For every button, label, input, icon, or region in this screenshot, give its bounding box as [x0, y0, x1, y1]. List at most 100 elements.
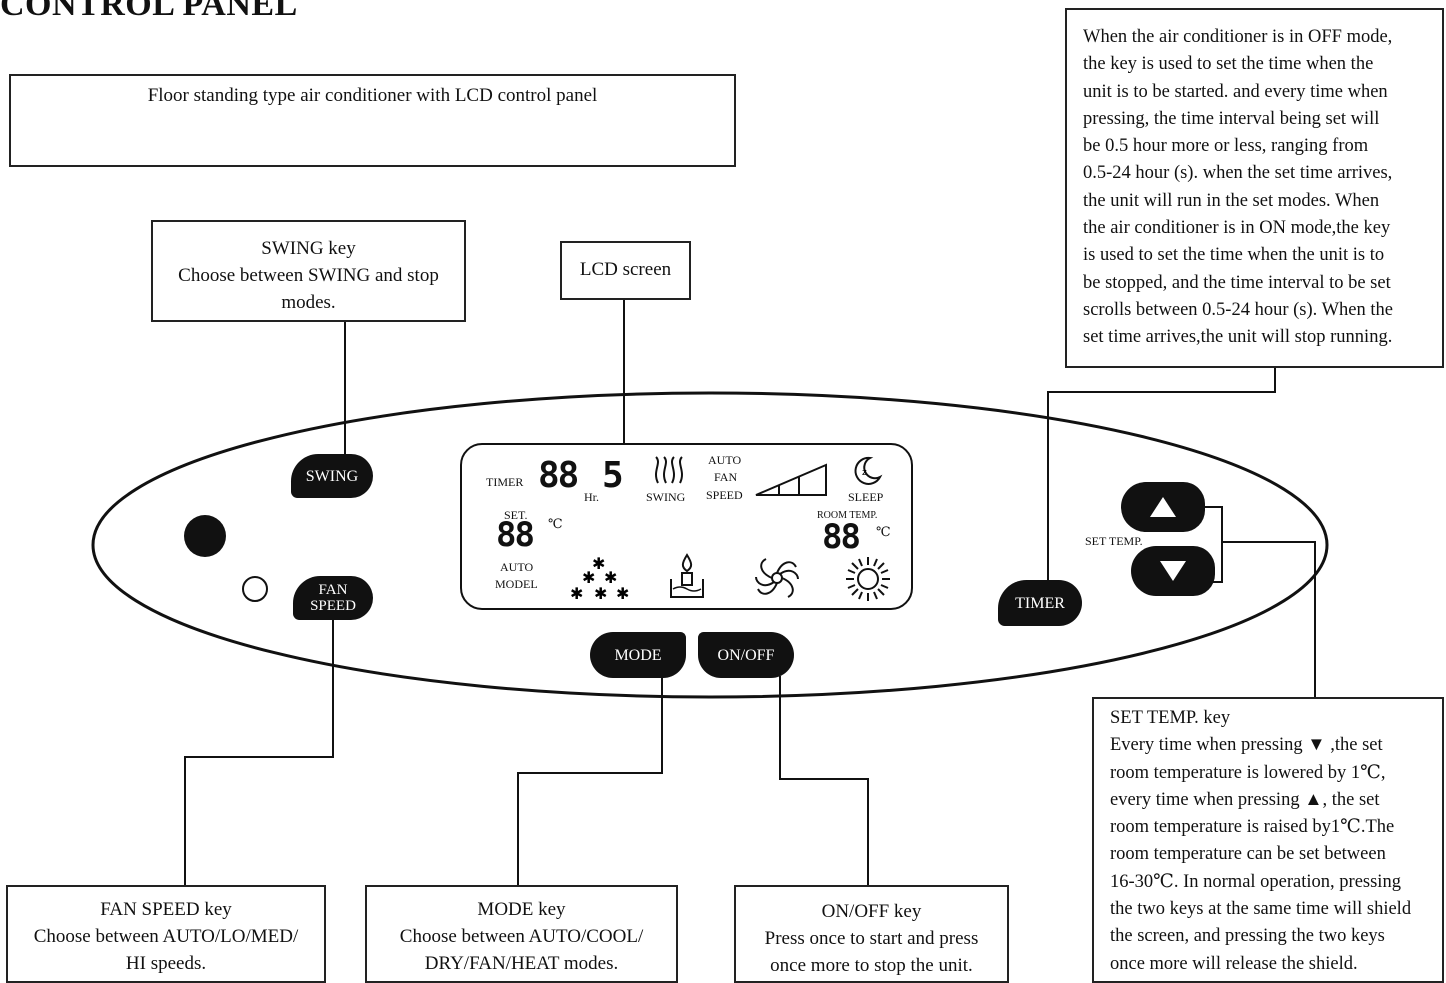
heat-sun-icon [846, 557, 890, 601]
fan-speed-button[interactable]: FAN SPEED [293, 576, 373, 620]
onoff-key-box: ON/OFF key Press once to start and press… [734, 885, 1009, 983]
set-temp-desc-line: the two keys at the same time will shiel… [1110, 899, 1412, 920]
timer-desc-line: 0.5-24 hour (s). when the set time arriv… [1083, 163, 1393, 184]
lcd-timer-half: 5 [602, 455, 624, 496]
fan-speed-button-label-2: SPEED [310, 598, 356, 614]
mode-box-desc-1: Choose between AUTO/COOL/ [399, 926, 644, 947]
set-temp-desc-line: once more will release the shield. [1110, 953, 1358, 974]
timer-leader [1047, 368, 1276, 590]
timer-desc-line: the air conditioner is in ON mode,the ke… [1083, 218, 1391, 239]
lcd-screen-box: LCD screen [560, 241, 691, 300]
swing-box-desc-2: modes. [281, 292, 336, 313]
svg-text:✱: ✱ [592, 555, 605, 573]
fan-speed-box-desc-1: Choose between AUTO/LO/MED/ [33, 926, 299, 947]
timer-desc-line: the unit will run in the set modes. When [1083, 190, 1380, 211]
lcd-hr-label: Hr. [584, 490, 599, 504]
mode-key-box: MODE key Choose between AUTO/COOL/ DRY/F… [365, 885, 678, 983]
timer-button-label: TIMER [1015, 594, 1065, 612]
onoff-leader [779, 676, 869, 885]
set-temp-desc-line: Every time when pressing ▼ ,the set [1110, 735, 1383, 756]
lcd-timer-label: TIMER [486, 475, 524, 489]
dry-droplet-icon [670, 553, 704, 598]
fan-icon [755, 558, 799, 598]
timer-desc-line: is used to set the time when the unit is… [1083, 245, 1385, 266]
swing-button[interactable]: SWING [291, 454, 373, 498]
svg-text:✱: ✱ [570, 584, 583, 603]
set-temp-desc-line: SET TEMP. key [1110, 708, 1231, 728]
swing-button-label: SWING [305, 467, 359, 485]
mode-button-label: MODE [614, 646, 662, 664]
cool-snowflake-icon: ✱ ✱ ✱ ✱ ✱ ✱ [570, 555, 629, 603]
lcd-room-unit: ℃ [876, 524, 891, 539]
lcd-screen: TIMER 88 5 Hr. SWING AUTO FAN SPEED z SL… [460, 443, 913, 610]
set-temp-key-box: SET TEMP. key Every time when pressing ▼… [1092, 697, 1444, 983]
header-text: Floor standing type air conditioner with… [147, 85, 598, 106]
timer-desc-line: unit is to be started. and every time wh… [1083, 81, 1388, 102]
set-temp-desc-line: room temperature is lowered by 1℃, [1110, 762, 1386, 783]
onoff-box-desc-2: once more to stop the unit. [770, 955, 973, 976]
svg-text:✱: ✱ [616, 584, 629, 603]
settemp-leader [1222, 541, 1316, 697]
onoff-button-label: ON/OFF [717, 646, 775, 664]
mode-box-title: MODE key [477, 899, 566, 920]
svg-text:✱: ✱ [604, 568, 617, 587]
fanspeed-leader [184, 618, 334, 885]
fan-speed-key-box: FAN SPEED key Choose between AUTO/LO/MED… [6, 885, 326, 983]
lcd-sleep-label: SLEEP [848, 490, 884, 504]
svg-text:z: z [862, 468, 867, 478]
set-temp-desc-line: room temperature is raised by1℃.The [1110, 817, 1395, 838]
lcd-fan-label: FAN [714, 470, 738, 484]
lcd-swing-label: SWING [646, 490, 686, 504]
fan-speed-bars-icon [755, 463, 827, 496]
fan-speed-button-label-1: FAN [318, 582, 348, 598]
timer-button[interactable]: TIMER [998, 580, 1082, 626]
swing-key-box: SWING key Choose between SWING and stop … [151, 220, 466, 322]
fan-speed-box-title: FAN SPEED key [100, 899, 232, 920]
timer-desc-line: set time arrives,the unit will stop runn… [1083, 327, 1393, 348]
mode-box-desc-2: DRY/FAN/HEAT modes. [424, 953, 619, 974]
onoff-box-title: ON/OFF key [821, 901, 922, 922]
set-temp-desc-line: the screen, and pressing the two keys [1110, 926, 1385, 947]
swing-box-desc-1: Choose between SWING and stop [178, 265, 439, 286]
indicator-light-icon [242, 576, 268, 602]
lcd-set-digits: 88 [496, 515, 535, 555]
timer-desc-line: be 0.5 hour more or less, ranging from [1083, 136, 1369, 157]
timer-desc-line: pressing, the time interval being set wi… [1083, 108, 1380, 129]
onoff-box-desc-1: Press once to start and press [764, 928, 979, 949]
lcd-set-label: SET. [504, 508, 528, 522]
swing-icon [655, 456, 683, 484]
timer-key-box: When the air conditioner is in OFF mode,… [1065, 8, 1444, 368]
lcd-fan-auto-label: AUTO [708, 453, 742, 467]
set-temp-desc-line: every time when pressing ▲, the set [1110, 789, 1380, 810]
header-box: Floor standing type air conditioner with… [9, 74, 736, 167]
timer-desc-line: When the air conditioner is in OFF mode, [1083, 27, 1393, 47]
timer-desc-line: scrolls between 0.5-24 hour (s). When th… [1083, 299, 1393, 320]
mode-leader [517, 678, 663, 885]
fan-speed-box-desc-2: HI speeds. [125, 953, 207, 974]
power-indicator-icon [184, 515, 226, 557]
up-arrow-icon [1150, 497, 1176, 517]
timer-desc-line: the key is used to set the time when the [1083, 54, 1374, 75]
temp-up-button[interactable] [1121, 482, 1205, 532]
lcd-box-label: LCD screen [579, 259, 672, 280]
svg-text:✱: ✱ [594, 584, 607, 603]
set-temp-label: SET TEMP. [1085, 534, 1143, 548]
lcd-room-temp-label: ROOM TEMP. [817, 510, 878, 521]
set-temp-desc-line: 16-30℃. In normal operation, pressing [1110, 871, 1401, 892]
lcd-model-label: MODEL [495, 577, 538, 591]
timer-desc-line: be stopped, and the time interval to be … [1083, 272, 1391, 293]
lcd-timer-digits: 88 [538, 455, 579, 496]
lcd-auto-label: AUTO [500, 560, 534, 574]
set-temp-desc-line: room temperature can be set between [1110, 844, 1386, 865]
temp-down-button[interactable] [1131, 546, 1215, 596]
swing-box-title: SWING key [261, 238, 356, 259]
svg-text:✱: ✱ [582, 568, 595, 587]
lcd-room-digits: 88 [822, 517, 861, 557]
onoff-button[interactable]: ON/OFF [698, 632, 794, 678]
sleep-moon-icon: z [854, 456, 883, 485]
lcd-fan-speed-label: SPEED [706, 488, 743, 502]
lcd-set-unit: ℃ [548, 516, 563, 531]
page-title: CONTROL PANEL [0, 0, 298, 23]
mode-button[interactable]: MODE [590, 632, 686, 678]
down-arrow-icon [1160, 561, 1186, 581]
